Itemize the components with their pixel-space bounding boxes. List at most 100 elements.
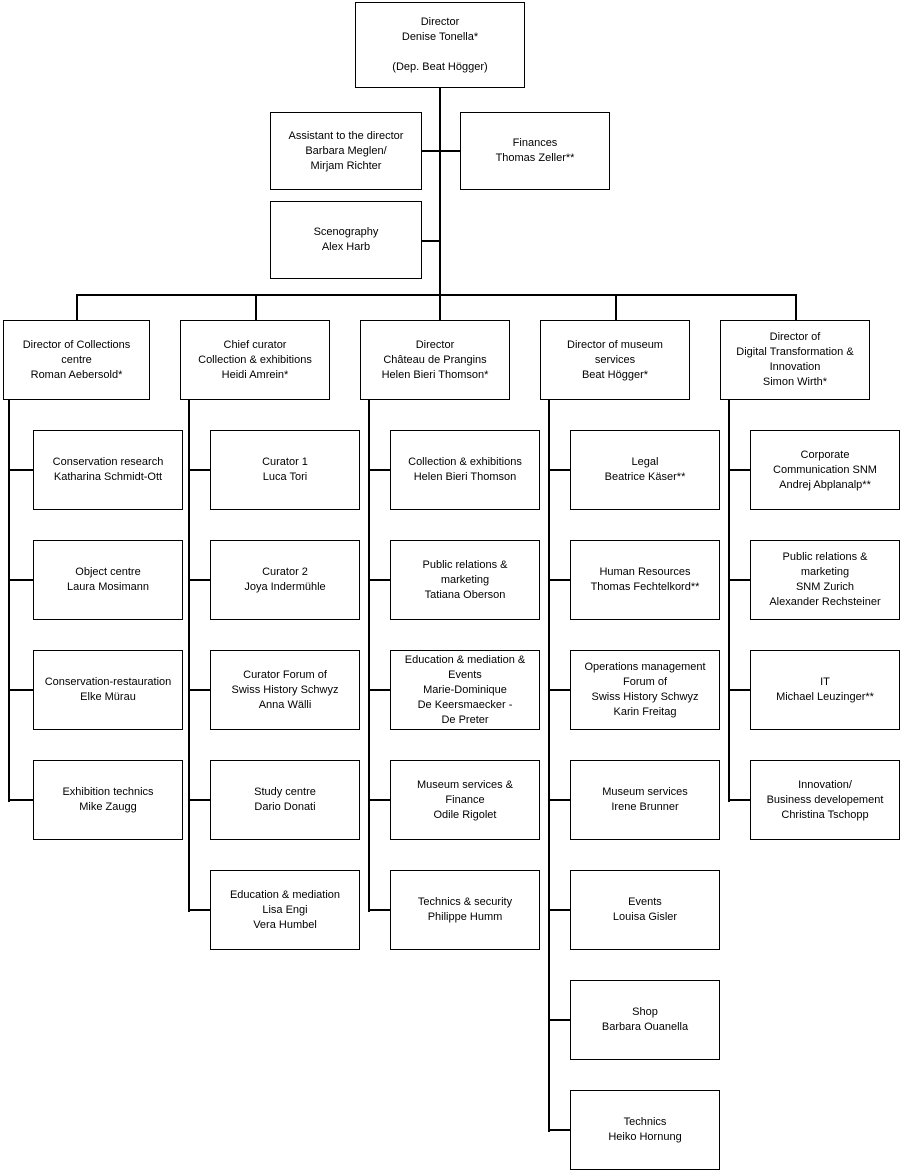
connector-line — [439, 294, 441, 320]
connector-line — [548, 579, 570, 581]
box-text-line: Collection & exhibitions — [408, 456, 522, 468]
box-text-line — [358, 45, 522, 60]
box-text-line: Alexander Rechsteiner — [769, 596, 881, 608]
box-text-line: Conservation-restauration — [44, 676, 172, 688]
connector-line — [728, 689, 750, 691]
box-text-line: Katharina Schmidt-Ott — [53, 471, 163, 483]
box-text-line: Museum services & — [417, 778, 513, 791]
connector-line — [368, 799, 390, 801]
connector-line — [368, 909, 390, 911]
box-text-line: Exhibition technics — [62, 786, 154, 798]
connector-line — [422, 150, 460, 152]
box-text-line: Lisa Engi — [262, 903, 308, 916]
box-text-line: Finances — [512, 137, 558, 149]
box-text-line: Mirjam Richter — [310, 159, 382, 172]
box-text-line: Forum of — [622, 676, 667, 688]
box-text-line: Château de Prangins — [383, 353, 487, 366]
connector-line — [615, 294, 617, 320]
box-text-line: Education & mediation — [229, 888, 341, 901]
box-text-line: Barbara Ouanella — [601, 1021, 689, 1033]
box-text-line: Karin Freitag — [613, 706, 677, 718]
box-text-line: Irene Brunner — [611, 801, 679, 813]
connector-line — [422, 240, 441, 242]
box-text-line: Scenography — [313, 226, 379, 238]
box-text-line: Public relations & — [782, 551, 868, 563]
box-text-line: Chief curator — [223, 338, 287, 351]
connector-line — [188, 469, 210, 471]
connector-line — [76, 294, 78, 320]
box-text-line: Director — [415, 338, 455, 351]
box-text-line: Director of Collections — [22, 338, 131, 351]
box-text-line: Operations management — [584, 661, 706, 673]
box-text-line: Curator 2 — [262, 566, 308, 578]
box-text-line: De Preter — [441, 713, 489, 726]
box-text-line: Corporate — [800, 448, 850, 461]
connector-line — [548, 469, 570, 471]
connector-line — [8, 689, 33, 691]
connector-line — [8, 799, 33, 801]
connector-line — [548, 400, 550, 1132]
connector-line — [188, 579, 210, 581]
box-text-line: Events — [628, 896, 662, 908]
box-text-line: Beat Högger* — [581, 368, 649, 381]
box-text-line: Laura Mosimann — [67, 581, 149, 593]
connector-line — [368, 400, 370, 912]
box-text-line: IT — [820, 676, 830, 688]
box-text-line: Barbara Meglen/ — [305, 144, 387, 157]
box-text-line: Beatrice Käser** — [604, 471, 686, 483]
box-text-line: (Dep. Beat Högger) — [392, 61, 488, 73]
box-text-line: Swiss History Schwyz — [591, 691, 699, 703]
connector-line — [76, 294, 797, 296]
connector-line — [728, 469, 750, 471]
connector-line — [8, 400, 10, 802]
connector-line — [368, 469, 390, 471]
box-text-line: Vera Humbel — [253, 918, 317, 931]
box-text-line: services — [594, 353, 636, 366]
box-text-line: Director of museum — [567, 338, 663, 351]
box-text-line: Alex Harb — [321, 241, 371, 253]
box-text-line: Swiss History Schwyz — [231, 683, 339, 696]
box-text-line: Shop — [632, 1006, 658, 1018]
box-text-line: Education & mediation & — [404, 653, 526, 666]
connector-line — [728, 799, 750, 801]
box-text-line: Communication SNM — [773, 463, 877, 476]
connector-line — [728, 579, 750, 581]
box-text-line: Director of — [769, 331, 821, 343]
box-text-line: Director — [420, 16, 460, 28]
box-text-line: Luca Tori — [262, 471, 308, 483]
connector-line — [439, 88, 441, 296]
connector-line — [548, 909, 570, 911]
box-text-line: Mike Zaugg — [79, 801, 137, 813]
box-text-line: Curator Forum of — [243, 668, 327, 681]
box-text-line: Innovation/ — [798, 778, 852, 791]
